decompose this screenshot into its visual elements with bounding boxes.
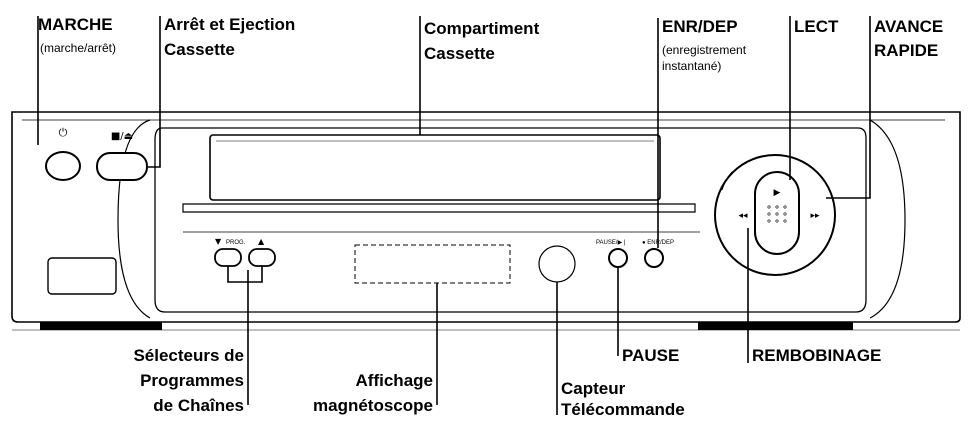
- callout-enr-sub1: (enregistrement: [662, 43, 747, 57]
- play-button-dots: [767, 205, 787, 223]
- cassette-compartment: [209, 134, 661, 201]
- callout-compartiment-line2: Cassette: [424, 44, 495, 63]
- callout-arret-line1: Arrêt et Ejection: [164, 15, 296, 34]
- rewind-icon: ◂◂: [738, 211, 748, 221]
- callout-enr-sub2: instantané): [662, 59, 722, 73]
- left-recess: [47, 257, 117, 295]
- stop-eject-button[interactable]: [96, 152, 148, 181]
- callout-selecteurs-line3: de Chaînes: [153, 396, 244, 415]
- left-foot: [40, 322, 162, 330]
- callout-rembobinage-title: REMBOBINAGE: [752, 346, 882, 365]
- stop-eject-icon: ■/⏏: [111, 131, 133, 142]
- callout-compartiment-line1: Compartiment: [424, 19, 540, 38]
- pause-label: PAUSE/▶❘: [596, 239, 627, 246]
- callout-marche-title: MARCHE: [38, 15, 113, 34]
- callout-capteur-line2: Télécommande: [561, 400, 685, 419]
- callout-arret-line2: Cassette: [164, 40, 235, 59]
- callout-capteur-line1: Capteur: [561, 379, 626, 398]
- callout-affichage-line2: magnétoscope: [313, 396, 433, 415]
- callout-selecteurs-line1: Sélecteurs de: [133, 346, 244, 365]
- callout-avance-line1: AVANCE: [874, 17, 944, 36]
- callout-affichage-line1: Affichage: [355, 371, 433, 390]
- prog-down-icon: ▼: [215, 237, 222, 246]
- record-button[interactable]: [644, 248, 664, 268]
- fast-forward-icon: ▸▸: [810, 211, 820, 221]
- cassette-shelf: [182, 203, 696, 213]
- callout-marche-sub: (marche/arrêt): [40, 41, 117, 55]
- vcr-left-curve: [117, 119, 151, 319]
- remote-sensor: [538, 245, 576, 283]
- prog-up-button[interactable]: [248, 248, 276, 267]
- pause-button[interactable]: [608, 248, 628, 268]
- play-icon: ▶: [774, 188, 781, 198]
- prog-up-icon: ▲: [258, 237, 265, 246]
- callout-pause-title: PAUSE: [622, 346, 680, 365]
- callout-avance-line2: RAPIDE: [874, 41, 939, 60]
- prog-label: PROG.: [226, 240, 246, 246]
- callout-selecteurs-line2: Programmes: [140, 371, 244, 390]
- callout-enr-title: ENR/DEP: [662, 17, 738, 36]
- vcr-right-curve: [869, 119, 906, 319]
- prog-down-button[interactable]: [214, 248, 242, 267]
- leader-lines: [37, 16, 871, 415]
- power-button[interactable]: [45, 151, 81, 181]
- right-foot: [698, 322, 853, 330]
- callout-lect-title: LECT: [794, 17, 839, 36]
- dial-arc: [721, 171, 733, 191]
- power-symbol-icon: ⏻: [59, 126, 68, 139]
